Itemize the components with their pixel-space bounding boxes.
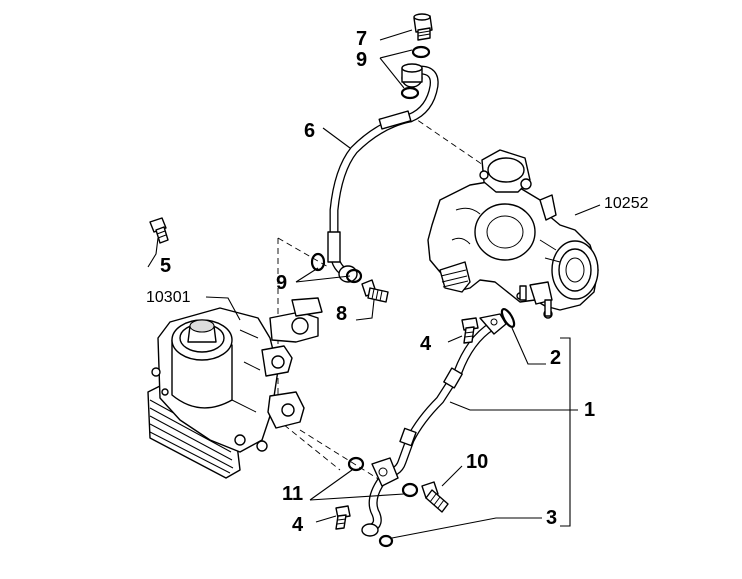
callout-10301: 10301 (146, 289, 191, 306)
banjo-bolt-part-10[interactable] (421, 481, 449, 513)
callout-10252: 10252 (604, 195, 649, 212)
bolt-part-4-top[interactable] (461, 317, 479, 344)
gasket-part-2[interactable] (500, 307, 517, 328)
callout-5: 5 (160, 255, 171, 277)
callout-3: 3 (546, 507, 557, 529)
callout-11: 11 (282, 483, 303, 505)
callout-6: 6 (304, 120, 315, 142)
turbocharger-assembly[interactable] (427, 149, 599, 319)
leader-lines (147, 29, 601, 539)
sealing-washers-part-11[interactable] (347, 456, 419, 498)
oil-filter-housing-assembly[interactable] (147, 297, 323, 479)
oil-return-pipe[interactable] (361, 313, 507, 537)
banjo-bolt-part-8[interactable] (361, 279, 389, 303)
bolt-part-4-bottom[interactable] (335, 505, 351, 530)
callout-8: 8 (336, 303, 347, 325)
banjo-bolt-top[interactable] (413, 13, 433, 41)
callout-4-top: 4 (420, 333, 432, 355)
sealing-washers-top[interactable] (400, 45, 431, 100)
callout-9-middle: 9 (276, 272, 287, 294)
callout-4-bottom: 4 (292, 514, 304, 536)
oil-feed-pipe[interactable] (327, 63, 439, 283)
callout-2: 2 (550, 347, 561, 369)
gasket-part-3[interactable] (378, 534, 394, 548)
bolt-part-5[interactable] (149, 217, 169, 244)
callout-labels: 7 9 6 10252 5 9 10301 8 4 2 1 10 11 4 3 (146, 28, 649, 536)
callout-9-top: 9 (356, 49, 367, 71)
callout-10: 10 (466, 451, 488, 473)
callout-7: 7 (356, 28, 367, 50)
callout-1: 1 (584, 399, 595, 421)
